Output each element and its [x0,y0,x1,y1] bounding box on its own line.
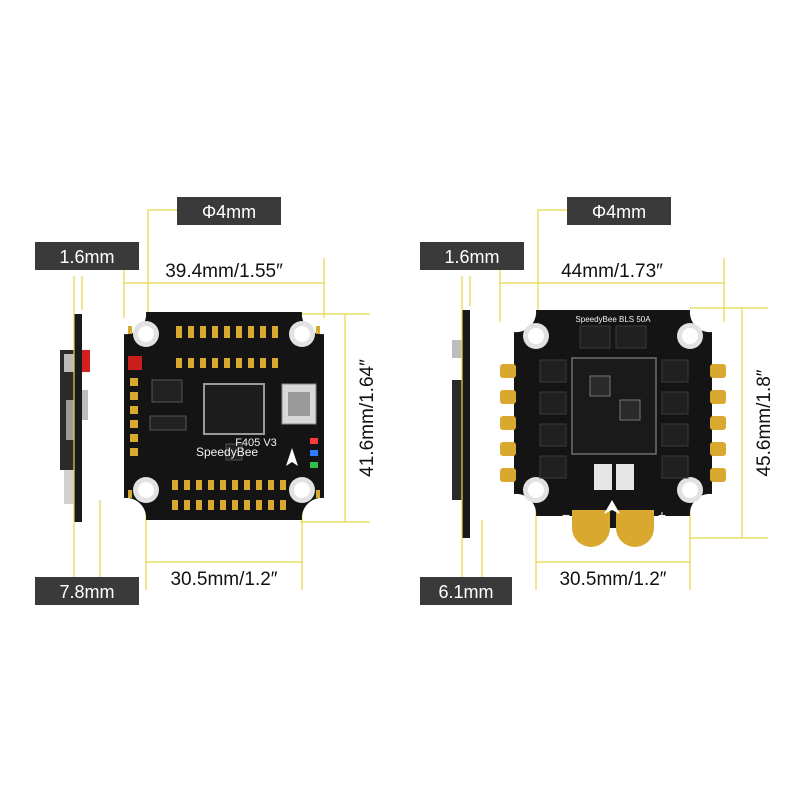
fc-width-label: 39.4mm/1.55″ [165,261,283,282]
fc-stack-height-tag: 7.8mm [35,577,139,605]
fc-hole-tag: Φ4mm [177,197,281,225]
svg-text:1.6mm: 1.6mm [444,247,499,267]
esc-controller-area [571,357,657,455]
fc-side-view [60,314,90,522]
esc-width-label: 44mm/1.73″ [561,261,663,282]
esc-guides [461,209,768,590]
fc-guides [73,209,370,590]
svg-text:−: − [562,507,570,523]
esc-stack-height-tag: 6.1mm [420,577,512,605]
svg-text:+: + [658,507,666,523]
fc-thickness-tag: 1.6mm [35,242,139,270]
svg-text:1.6mm: 1.6mm [59,247,114,267]
esc-side-view [452,310,470,538]
fc-mcu-chip [203,383,265,435]
esc-board: − + SpeedyBee BLS 50A [500,310,726,547]
esc-hole-tag: Φ4mm [567,197,671,225]
fc-mount-label: 30.5mm/1.2″ [170,569,277,590]
esc-model-label: SpeedyBee BLS 50A [575,315,651,324]
esc-height-label: 45.6mm/1.8″ [754,369,775,476]
esc-mount-label: 30.5mm/1.2″ [559,569,666,590]
fc-height-label: 41.6mm/1.64″ [357,359,378,477]
esc-power-pad-negative [572,510,610,547]
svg-text:6.1mm: 6.1mm [438,582,493,602]
svg-text:7.8mm: 7.8mm [59,582,114,602]
fc-brand-label: SpeedyBee [196,445,258,459]
esc-thickness-tag: 1.6mm [420,242,524,270]
svg-text:Φ4mm: Φ4mm [592,202,646,222]
fc-board: F405 V3 SpeedyBee [124,312,324,520]
esc-power-pad-positive [616,510,654,547]
svg-text:Φ4mm: Φ4mm [202,202,256,222]
fc-model-label: F405 V3 [235,437,277,449]
